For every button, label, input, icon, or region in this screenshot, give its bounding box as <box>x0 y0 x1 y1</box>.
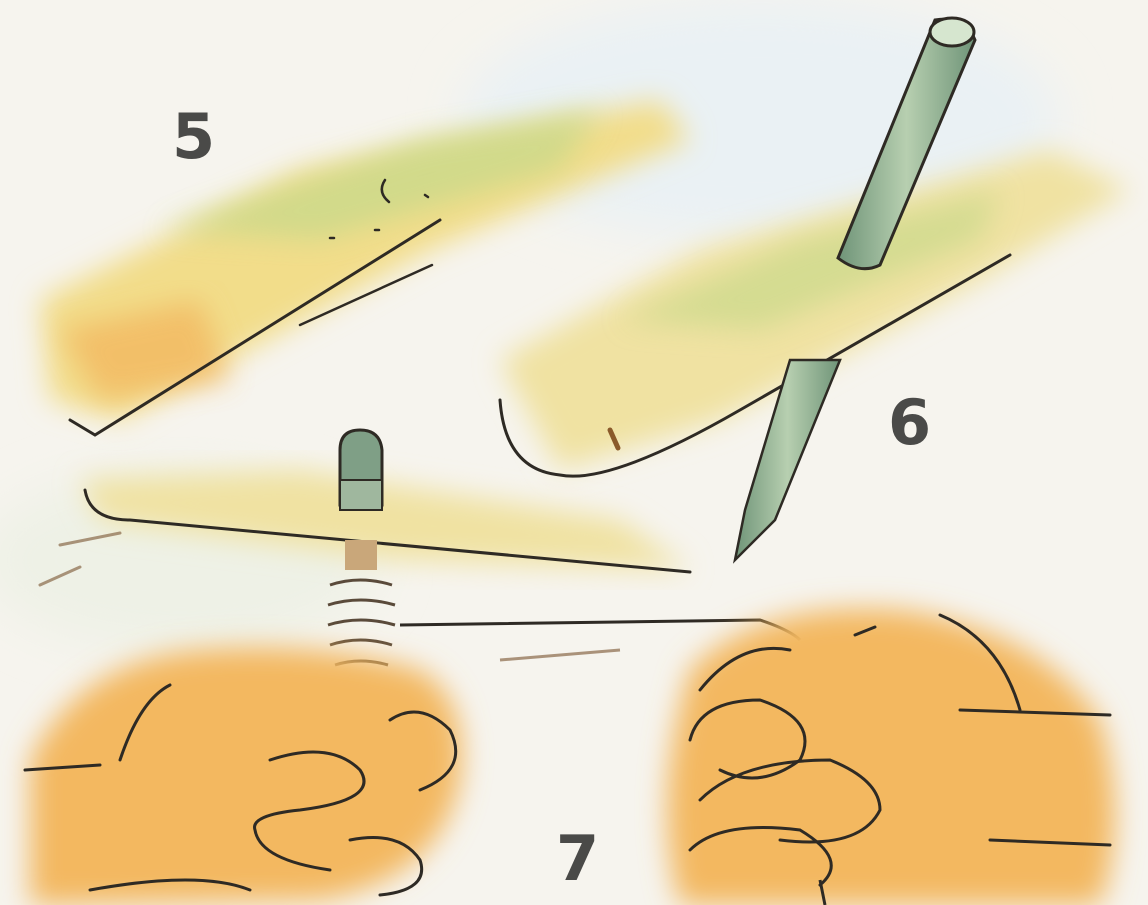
step-7-label: 7 <box>556 828 599 890</box>
step-5-label: 5 <box>172 106 215 168</box>
right-hand <box>667 609 1115 905</box>
left-hand <box>25 648 462 905</box>
step-6-label: 6 <box>888 392 931 454</box>
